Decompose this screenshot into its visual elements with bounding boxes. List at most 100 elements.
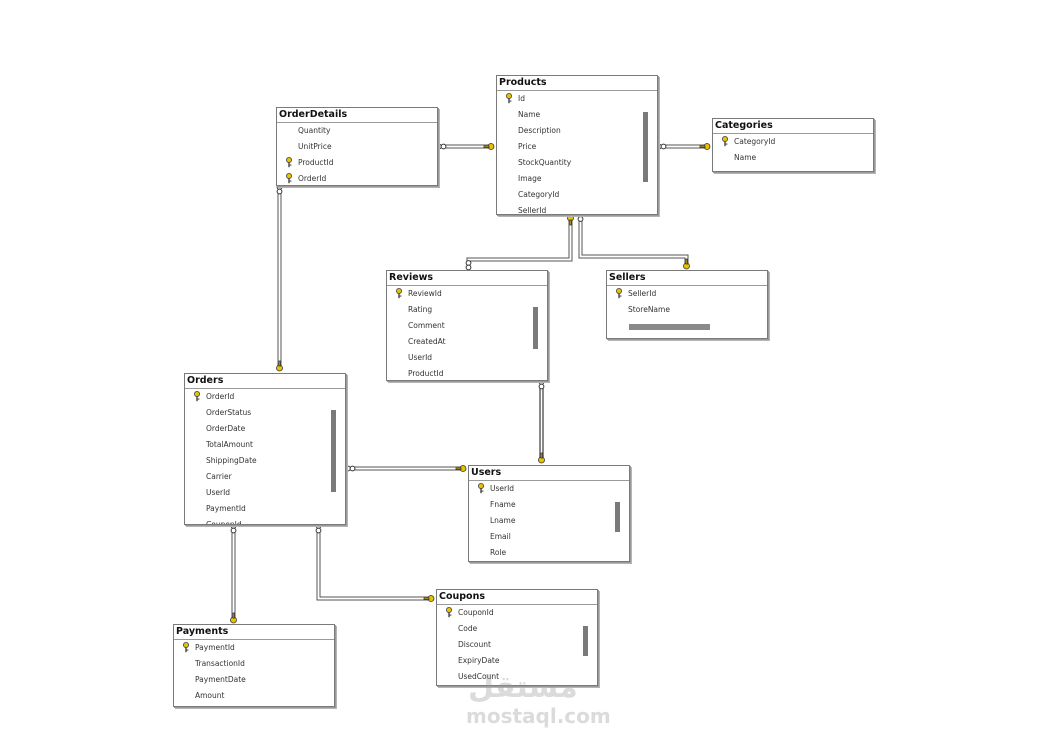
column-row[interactable]: ExpiryDate <box>437 653 597 669</box>
primary-key-icon <box>192 390 202 404</box>
column-name: Email <box>490 532 511 541</box>
column-row[interactable]: Fname <box>469 497 629 513</box>
column-row[interactable]: UnitPrice <box>277 139 437 155</box>
column-name: CouponId <box>458 608 494 617</box>
column-row[interactable]: PaymentId <box>174 640 334 656</box>
column-row[interactable]: Id <box>497 91 657 107</box>
scrollbar[interactable] <box>331 410 336 492</box>
column-name: ShippingDate <box>206 456 257 465</box>
column-row[interactable]: CategoryId <box>497 187 657 203</box>
column-row[interactable]: Email <box>469 529 629 545</box>
column-row[interactable]: UserId <box>469 481 629 497</box>
column-row[interactable]: TransactionId <box>174 656 334 672</box>
many-end-orders-users <box>345 465 356 472</box>
scrollbar[interactable] <box>643 112 648 182</box>
column-name: Name <box>734 153 757 162</box>
column-name: PaymentId <box>206 504 246 513</box>
column-row[interactable]: UsedCount <box>437 669 597 685</box>
column-row[interactable]: OrderDate <box>185 421 345 437</box>
column-row[interactable]: StoreName <box>607 302 767 318</box>
column-row[interactable]: CouponId <box>185 517 345 525</box>
table-title: Users <box>469 466 629 481</box>
column-row[interactable]: ProductId <box>387 366 547 380</box>
column-name: CategoryId <box>734 137 776 146</box>
column-row[interactable]: OrderStatus <box>185 405 345 421</box>
primary-key-icon <box>720 135 730 149</box>
column-row[interactable]: ProductId <box>277 155 437 171</box>
column-row[interactable]: UserId <box>185 485 345 501</box>
column-name: OrderStatus <box>206 408 252 417</box>
primary-key-icon <box>614 287 624 301</box>
column-row[interactable]: Image <box>497 171 657 187</box>
column-row[interactable]: ShippingDate <box>185 453 345 469</box>
table-title: OrderDetails <box>277 108 437 123</box>
column-row[interactable]: Comment <box>387 318 547 334</box>
column-row[interactable]: SellerId <box>607 286 767 302</box>
column-row[interactable]: Role <box>469 545 629 561</box>
column-row[interactable]: SellerId <box>497 203 657 215</box>
key-end-products-sellers <box>683 258 690 270</box>
column-row[interactable]: Carrier <box>185 469 345 485</box>
column-row[interactable]: Name <box>497 107 657 123</box>
watermark-latin: mostaql.com <box>466 704 611 728</box>
column-row[interactable]: Rating <box>387 302 547 318</box>
table-title: Products <box>497 76 657 91</box>
column-name: UsedCount <box>458 672 500 681</box>
column-row[interactable]: CreatedAt <box>387 334 547 350</box>
column-row[interactable]: Name <box>713 150 873 166</box>
primary-key-icon <box>504 92 514 106</box>
column-row[interactable]: StockQuantity <box>497 155 657 171</box>
table-title: Payments <box>174 625 334 640</box>
column-row[interactable]: ReviewId <box>387 286 547 302</box>
column-name: CouponId <box>206 520 242 525</box>
table-title: Categories <box>713 119 873 134</box>
column-row[interactable]: CategoryId <box>713 134 873 150</box>
column-row[interactable]: Code <box>437 621 597 637</box>
scrollbar[interactable] <box>533 307 538 349</box>
horizontal-scrollbar[interactable] <box>629 324 710 330</box>
column-name: Image <box>518 174 542 183</box>
column-row[interactable]: PaymentId <box>185 501 345 517</box>
column-row[interactable]: OrderId <box>277 171 437 185</box>
key-end-orders-payments <box>230 612 237 624</box>
column-name: OrderDate <box>206 424 246 433</box>
column-row[interactable]: PaymentDate <box>174 672 334 688</box>
column-row[interactable]: UserId <box>387 350 547 366</box>
column-row[interactable]: Lname <box>469 513 629 529</box>
rel-reviews-products <box>466 220 573 266</box>
column-row[interactable]: Description <box>497 123 657 139</box>
column-name: SellerId <box>518 206 547 215</box>
watermark-arabic: مستقل <box>468 670 578 705</box>
scrollbar[interactable] <box>583 626 588 656</box>
primary-key-icon <box>444 606 454 620</box>
many-end-orderdetails-products <box>436 143 447 150</box>
column-row[interactable]: TotalAmount <box>185 437 345 453</box>
column-row[interactable]: CouponId <box>437 605 597 621</box>
key-end-orders-coupons <box>423 595 435 602</box>
key-end-orderdetails-orders <box>276 360 283 372</box>
column-row[interactable]: Quantity <box>277 123 437 139</box>
column-row[interactable]: OrderId <box>185 389 345 405</box>
column-row[interactable]: Amount <box>174 688 334 704</box>
key-end-reviews-products <box>567 214 574 226</box>
many-end-reviews-products <box>465 260 472 271</box>
column-row[interactable]: Discount <box>437 637 597 653</box>
scrollbar[interactable] <box>615 502 620 532</box>
column-row[interactable]: Price <box>497 139 657 155</box>
